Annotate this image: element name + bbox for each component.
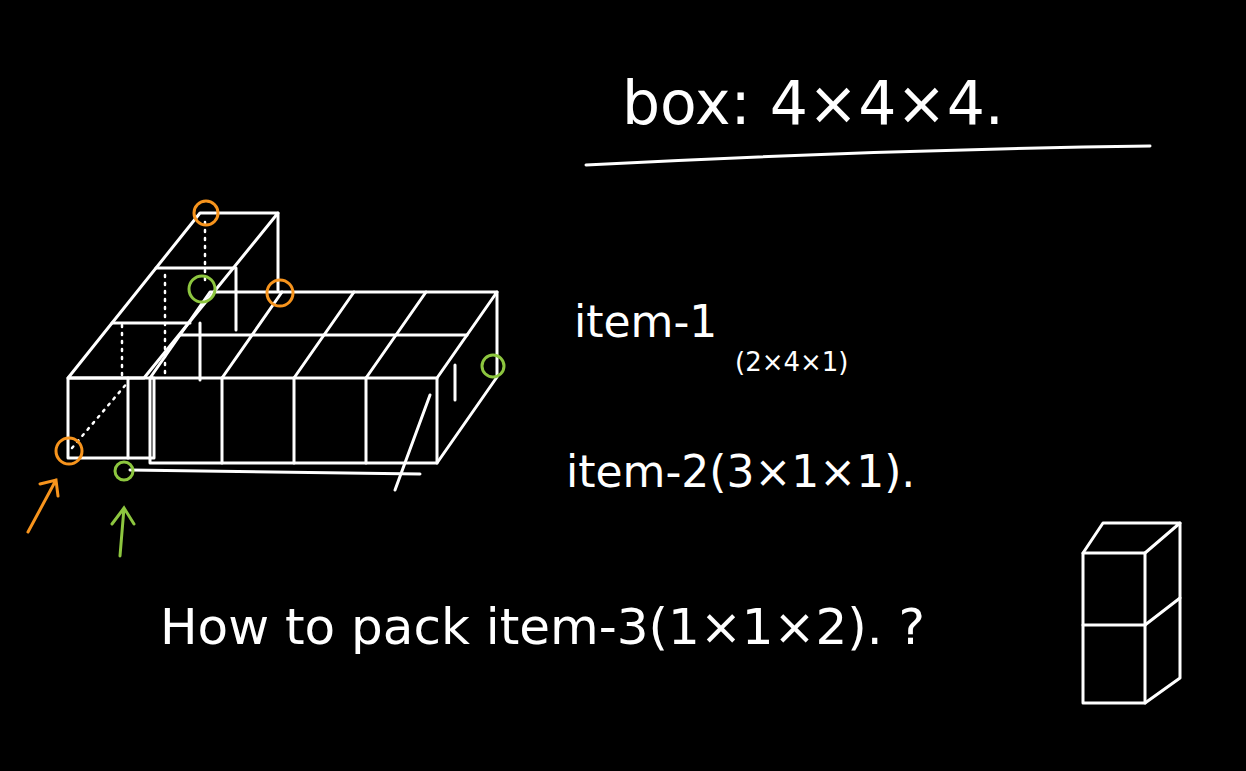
- item-3-side: [1145, 523, 1180, 703]
- corner-marker: [267, 280, 293, 306]
- pointer-arrow: [28, 480, 58, 532]
- hidden-edge: [164, 275, 167, 375]
- slab-front: [150, 378, 437, 463]
- grid-line: [221, 378, 224, 463]
- grid-line: [293, 378, 296, 463]
- hidden-edge: [72, 382, 128, 448]
- column-edge: [199, 323, 202, 380]
- item-label: item-2(3×1×1).: [566, 448, 915, 496]
- slab-side: [437, 292, 497, 463]
- column-edge: [235, 268, 238, 330]
- grid-line: [365, 378, 368, 463]
- dimension-label: (2×4×1): [735, 348, 848, 377]
- corner-marker: [194, 201, 218, 225]
- hidden-edge: [121, 325, 124, 375]
- item-3-top: [1083, 523, 1180, 553]
- corner-marker: [189, 276, 215, 302]
- grid-line: [180, 334, 467, 337]
- base-line: [130, 470, 420, 474]
- column-top: [68, 213, 278, 378]
- sketch-line: [454, 365, 457, 400]
- caption: How to pack item-3(1×1×2). ?: [160, 600, 925, 655]
- column-divider: [112, 322, 190, 325]
- title-underline: [586, 146, 1150, 165]
- front-cube-edge: [127, 378, 130, 458]
- title: box: 4×4×4.: [622, 70, 1004, 136]
- item-3-front: [1083, 553, 1145, 703]
- hidden-edge: [204, 222, 207, 280]
- column-edge: [277, 213, 280, 290]
- corner-marker: [115, 462, 133, 480]
- item-label: item-1: [574, 298, 717, 346]
- sketch-line: [395, 395, 430, 490]
- pointer-arrow: [112, 508, 134, 556]
- item-3-divider: [1145, 598, 1180, 625]
- corner-marker: [482, 355, 504, 377]
- item-3-divider: [1083, 624, 1145, 627]
- column-divider: [156, 267, 234, 270]
- corner-marker: [56, 438, 82, 464]
